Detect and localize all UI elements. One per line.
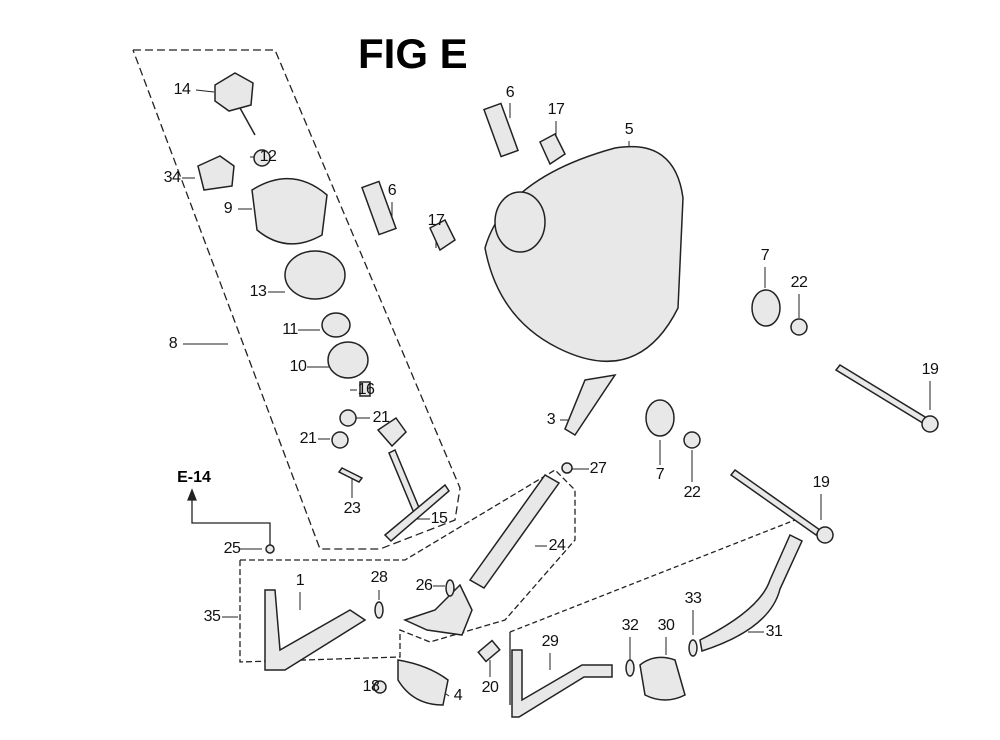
part-label: 12 — [259, 148, 277, 165]
part-label: 32 — [621, 617, 639, 634]
part-label: 17 — [547, 101, 565, 118]
part-fuel-valve — [402, 583, 473, 636]
part-cap — [251, 178, 328, 245]
assembly-outline — [239, 469, 576, 663]
part-label: 7 — [760, 247, 770, 264]
part-label: 29 — [541, 633, 559, 650]
part-label: 4 — [453, 687, 463, 704]
part-label: 22 — [790, 274, 808, 291]
part-label: 9 — [223, 200, 233, 217]
part-label: 14 — [173, 81, 191, 98]
part-label: 10 — [289, 358, 307, 375]
part-label: 34 — [163, 169, 181, 186]
part-label: 31 — [765, 623, 783, 640]
part-label: 15 — [430, 510, 448, 527]
part-label: 22 — [683, 484, 701, 501]
part-pin — [361, 180, 397, 236]
part-label: 17 — [427, 212, 445, 229]
part-label: 19 — [921, 361, 939, 378]
part-hose-1 — [264, 589, 367, 671]
part-label: 20 — [481, 679, 499, 696]
part-washer — [253, 149, 271, 167]
part-label: 6 — [387, 182, 397, 199]
reference-label[interactable]: E-14 — [177, 469, 211, 486]
part-hose-31 — [699, 533, 803, 652]
part-seal — [284, 250, 346, 300]
part-label: 18 — [362, 678, 380, 695]
part-label: 24 — [548, 537, 566, 554]
part-label: 7 — [655, 466, 665, 483]
part-hose-29 — [511, 649, 613, 718]
part-fuel-tank — [484, 145, 684, 363]
assembly-outline-2 — [509, 519, 796, 633]
part-label: 6 — [505, 84, 515, 101]
part-label: 5 — [624, 121, 634, 138]
part-label: 28 — [370, 569, 388, 586]
part-bracket — [397, 659, 449, 706]
part-pad — [197, 155, 235, 191]
part-label: 35 — [203, 608, 221, 625]
kit-outline — [132, 49, 461, 550]
part-label: 13 — [249, 283, 267, 300]
part-label: 25 — [223, 540, 241, 557]
part-label: 33 — [684, 590, 702, 607]
part-label: 1 — [295, 572, 305, 589]
part-label: 3 — [546, 411, 556, 428]
part-label: 23 — [343, 500, 361, 517]
part-label: 30 — [657, 617, 675, 634]
part-label: 19 — [812, 474, 830, 491]
part-knob — [214, 72, 254, 112]
figure-title: FIG E — [358, 30, 468, 77]
part-label: 21 — [372, 409, 390, 426]
part-hose-24 — [468, 474, 561, 589]
part-label: 27 — [589, 460, 607, 477]
part-label: 26 — [415, 577, 433, 594]
part-label: 16 — [357, 381, 375, 398]
part-label: 11 — [282, 321, 298, 338]
part-label: 8 — [168, 335, 178, 352]
part-label: 21 — [299, 430, 317, 447]
